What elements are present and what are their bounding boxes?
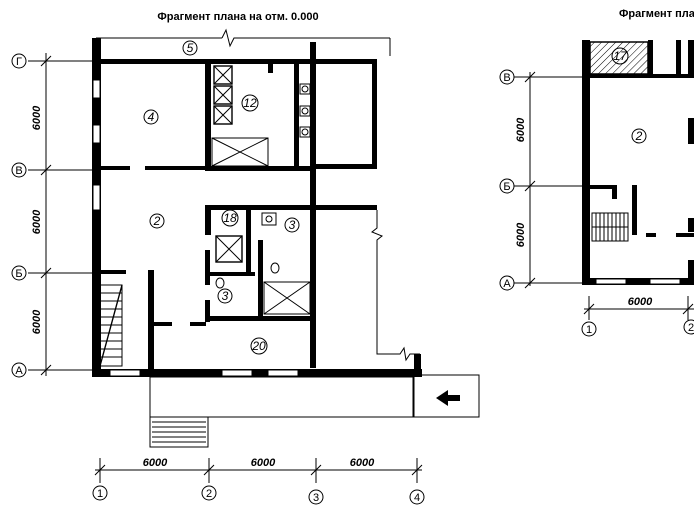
room-label: 5 <box>187 41 194 55</box>
right-vertical-dimensions: 6000 6000 <box>514 71 582 289</box>
axis-label: 2 <box>206 488 212 500</box>
dimension-label: 6000 <box>515 117 527 142</box>
room-label: 20 <box>251 339 266 353</box>
corridor-strip <box>96 28 391 56</box>
axis-label: 1 <box>97 488 103 500</box>
axis-label: Г <box>16 56 22 68</box>
room-label: 18 <box>223 211 237 225</box>
room-label: 12 <box>243 96 257 110</box>
dimension-label: 6000 <box>31 105 43 130</box>
axis-label: Б <box>15 268 22 280</box>
entrance-porch <box>149 210 480 448</box>
room-label: 3 <box>289 218 296 232</box>
room-label: 2 <box>153 214 161 228</box>
axis-label: В <box>503 72 510 84</box>
room-label: 17 <box>613 49 628 63</box>
left-stair <box>99 284 123 367</box>
elevator-shafts <box>211 65 311 315</box>
left-row-axes: Г В Б А <box>11 53 27 378</box>
room-label: 2 <box>635 129 643 143</box>
left-vertical-dimensions: 6000 6000 6000 <box>28 53 92 376</box>
right-stair <box>591 212 629 242</box>
right-column-axes: 1 2 <box>581 319 694 337</box>
right-plan-walls <box>582 40 694 285</box>
entrance-arrow-icon <box>436 390 460 406</box>
right-horizontal-dimensions: 6000 <box>583 296 694 320</box>
left-plan-walls <box>92 38 422 377</box>
room-label: 3 <box>222 289 229 303</box>
dimension-label: 6000 <box>350 457 375 469</box>
room-label: 4 <box>148 110 155 124</box>
axis-label: В <box>15 165 22 177</box>
sanitary-fixtures <box>215 83 311 289</box>
axis-label: 4 <box>414 492 420 504</box>
axis-label: 1 <box>586 324 592 336</box>
axis-label: 2 <box>688 322 694 334</box>
axis-label: Б <box>503 181 510 193</box>
dimension-label: 6000 <box>31 309 43 334</box>
right-row-axes: В Б А <box>499 69 515 291</box>
dimension-label: 6000 <box>628 296 653 308</box>
left-room-labels: 5 4 12 2 18 3 3 20 <box>143 40 300 355</box>
left-windows <box>92 79 299 377</box>
axis-label: А <box>503 278 511 290</box>
dimension-label: 6000 <box>31 209 43 234</box>
left-horizontal-dimensions: 6000 6000 6000 <box>94 457 423 483</box>
left-plan-title: Фрагмент плана на отм. 0.000 <box>157 11 318 23</box>
dimension-label: 6000 <box>515 222 527 247</box>
dimension-label: 6000 <box>251 457 276 469</box>
dimension-label: 6000 <box>143 457 168 469</box>
axis-label: 3 <box>313 492 319 504</box>
left-column-axes: 1 2 3 4 <box>92 485 425 505</box>
right-room-labels: 17 2 <box>611 47 647 144</box>
right-plan-title: Фрагмент пла <box>619 8 694 20</box>
axis-label: А <box>15 365 23 377</box>
